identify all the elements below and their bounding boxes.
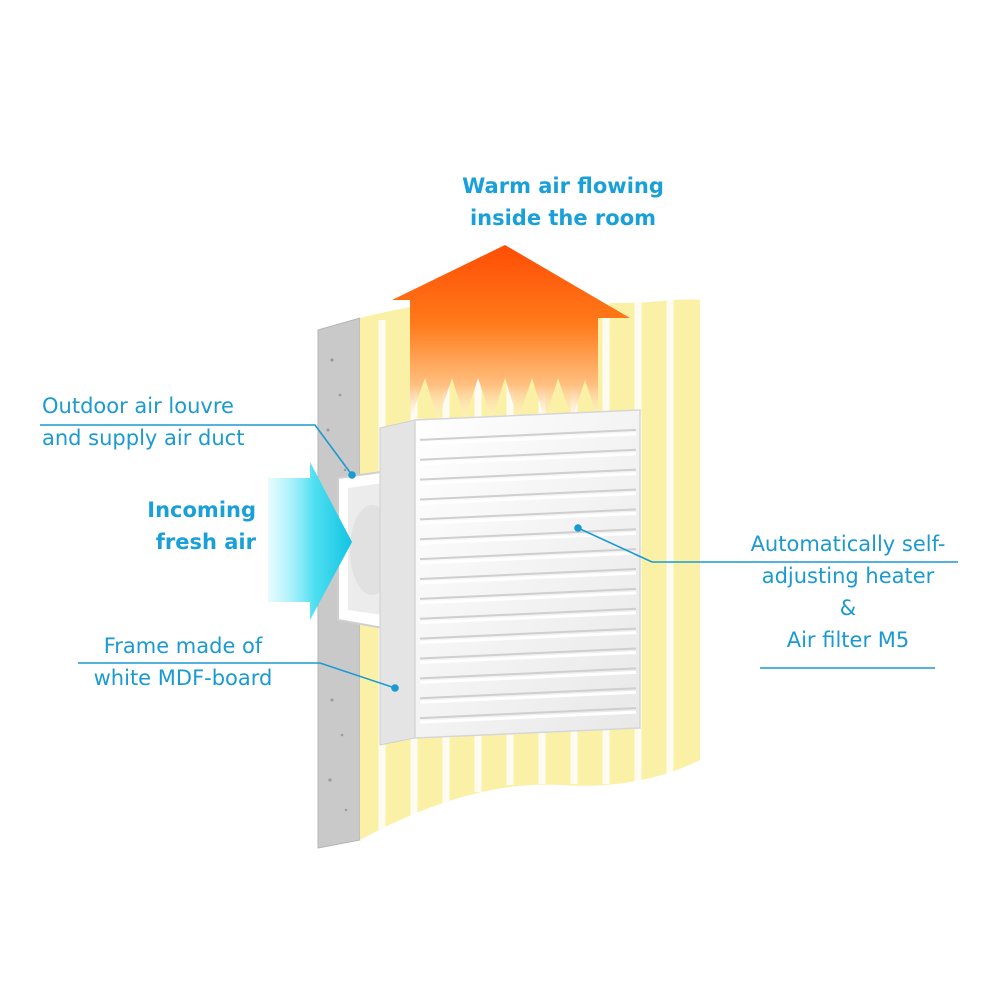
louvre-slat <box>419 488 637 501</box>
outdoor-louvre-label: Outdoor air louvre and supply air duct <box>42 390 244 454</box>
louvre-slat <box>419 568 637 580</box>
incoming-air-label-line2: fresh air <box>155 530 256 554</box>
heater-label-line3: Air filter M5 <box>786 628 910 652</box>
warm-air-label: Warm air flowing inside the room <box>448 170 678 234</box>
louvre-slat <box>419 687 637 700</box>
warm-air-label-line1: Warm air flowing <box>462 174 664 198</box>
louvre-slat-highlight <box>419 492 637 505</box>
incoming-air-label-line1: Incoming <box>147 498 256 522</box>
louvre-slat-highlight <box>419 670 637 684</box>
louvre-slat <box>419 548 637 561</box>
louvre-slat-highlight <box>419 452 637 466</box>
incoming-air-label: Incoming fresh air <box>120 494 256 558</box>
louvre-slat-highlight <box>419 472 637 486</box>
louvre-slat-highlight <box>419 551 637 565</box>
fresh-air-arrow-icon <box>268 462 352 620</box>
louvre-slat-highlight <box>419 571 637 585</box>
warm-air-arrow-icon <box>392 245 630 420</box>
louvre-slat <box>419 528 637 541</box>
heater-label: Automatically self- adjusting heater & A… <box>732 528 964 656</box>
warm-air-label-line2: inside the room <box>469 206 657 230</box>
louvre-slat <box>419 627 637 640</box>
heater-label-line1: Automatically self- <box>750 532 946 556</box>
louvre-slat <box>419 707 637 720</box>
leader-lines <box>40 424 958 692</box>
louvre-slat-highlight <box>419 651 637 664</box>
frame-label: Frame made of white MDF-board <box>78 630 288 694</box>
louvre-slat <box>419 448 637 461</box>
louvre-slat <box>419 647 637 660</box>
louvre-slat-highlight <box>419 710 637 724</box>
louvre-slat-highlight <box>419 611 637 625</box>
louvre-slat-highlight <box>419 631 637 645</box>
louvre-slat <box>419 468 637 481</box>
louvre-slat <box>419 667 637 680</box>
louvre-slat-highlight <box>419 591 637 605</box>
louvre-grille <box>379 409 641 746</box>
louvre-slat <box>419 607 637 620</box>
outdoor-louvre-label-line2: and supply air duct <box>42 426 245 450</box>
louvre-slat-highlight <box>419 432 637 446</box>
louvre-slat-highlight <box>419 531 637 545</box>
frame-label-line1: Frame made of <box>103 634 263 658</box>
frame-label-line2: white MDF-board <box>93 666 273 690</box>
louvre-slat <box>419 428 637 441</box>
louvre-slat-highlight <box>419 511 637 525</box>
louvre-slat-highlight <box>419 690 637 704</box>
heater-label-amp: & <box>839 596 857 620</box>
outdoor-louvre-label-line1: Outdoor air louvre <box>42 394 234 418</box>
heater-label-line2: adjusting heater <box>761 564 935 588</box>
louvre-slat <box>419 587 637 600</box>
louvre-slat <box>419 508 637 521</box>
